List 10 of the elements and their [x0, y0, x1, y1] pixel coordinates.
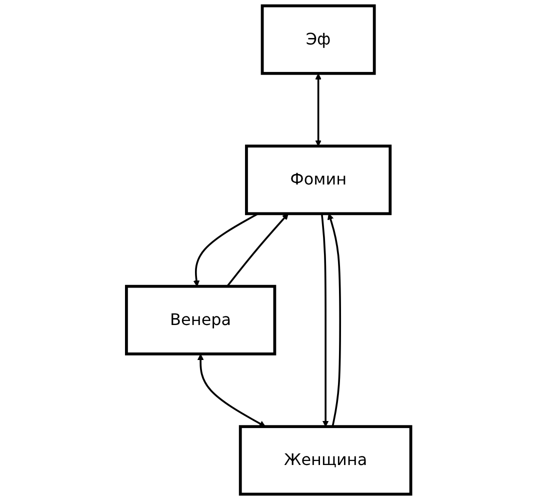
node-box: Венера [124, 284, 276, 356]
node-box: Эф [260, 4, 376, 75]
arrow [315, 73, 322, 146]
arrow [226, 213, 288, 287]
arrow [320, 214, 329, 427]
arrow [197, 354, 266, 427]
node-box: Фомин [244, 144, 392, 216]
arrow [327, 213, 341, 427]
node-box: Женщина [238, 425, 412, 496]
arrow [193, 212, 258, 287]
